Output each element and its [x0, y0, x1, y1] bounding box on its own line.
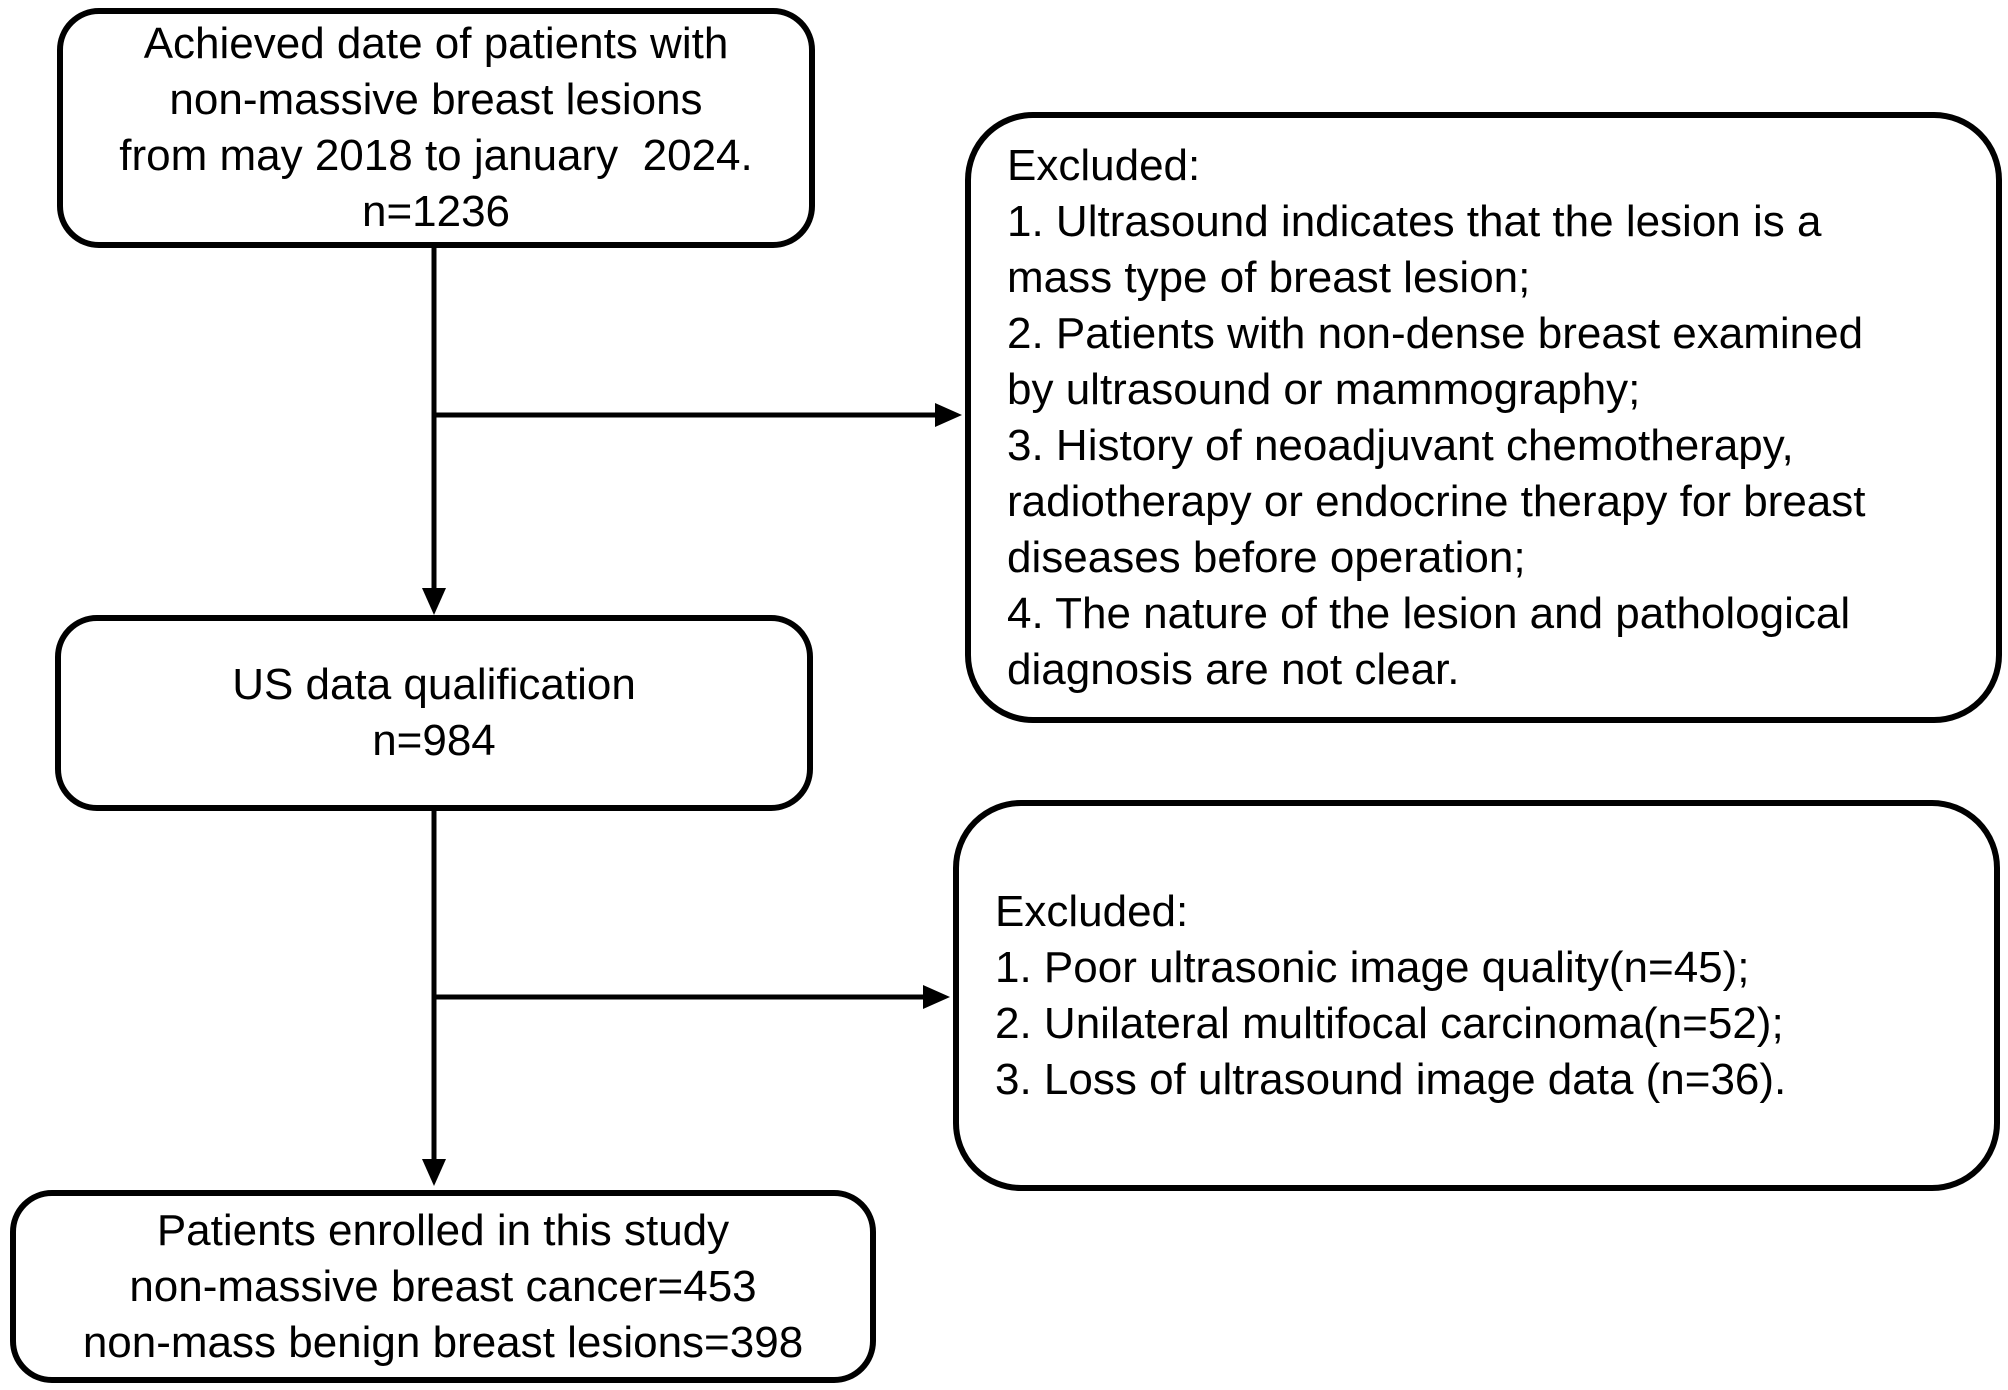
arrowhead-down-enrolled: [422, 1159, 446, 1186]
node-archived-patients-text: Achieved date of patients with non-massi…: [119, 19, 753, 236]
node-excluded-first: Excluded: 1. Ultrasound indicates that t…: [965, 112, 2002, 723]
node-archived-patients: Achieved date of patients with non-massi…: [57, 8, 815, 248]
arrowhead-right-excluded1: [935, 403, 962, 427]
node-us-data-qualification-text: US data qualification n=984: [232, 660, 636, 765]
arrowhead-down-qualification: [422, 588, 446, 615]
node-excluded-first-text: Excluded: 1. Ultrasound indicates that t…: [1007, 140, 1866, 694]
node-patients-enrolled: Patients enrolled in this study non-mass…: [10, 1190, 876, 1383]
node-excluded-second: Excluded: 1. Poor ultrasonic image quali…: [953, 800, 2000, 1191]
node-us-data-qualification: US data qualification n=984: [55, 615, 813, 811]
arrowhead-right-excluded2: [923, 985, 950, 1009]
node-patients-enrolled-text: Patients enrolled in this study non-mass…: [82, 1205, 804, 1367]
node-excluded-second-text: Excluded: 1. Poor ultrasonic image quali…: [995, 886, 1787, 1104]
